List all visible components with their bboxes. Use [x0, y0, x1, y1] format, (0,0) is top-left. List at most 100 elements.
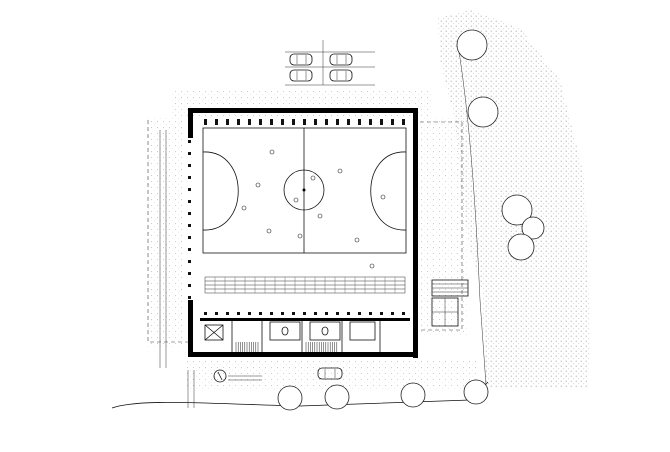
player-mark — [269, 149, 275, 155]
wall-left-lower — [188, 300, 193, 355]
column — [380, 119, 383, 125]
column — [281, 312, 284, 315]
column — [215, 119, 218, 125]
car-icon — [329, 53, 353, 66]
column — [259, 119, 262, 125]
player-mark — [369, 263, 375, 269]
tree-icon — [277, 385, 303, 411]
player-mark — [380, 194, 386, 200]
column — [226, 312, 229, 315]
column — [314, 119, 317, 125]
column — [281, 119, 284, 125]
tree-icon — [456, 29, 488, 61]
column — [270, 312, 273, 315]
wall-left — [188, 108, 193, 138]
column — [358, 312, 361, 315]
column — [303, 312, 306, 315]
player-mark — [354, 237, 360, 243]
column — [402, 312, 405, 315]
penalty-area-right — [370, 151, 407, 231]
car-icon — [317, 367, 343, 380]
bottom-hatch-band — [186, 360, 478, 390]
column — [336, 119, 339, 125]
column — [314, 312, 317, 315]
site-boundary — [111, 44, 489, 409]
column — [188, 296, 191, 299]
column — [325, 119, 328, 125]
column — [380, 312, 383, 315]
column — [369, 312, 372, 315]
trees — [277, 29, 545, 411]
column — [188, 272, 191, 275]
tree-icon — [400, 382, 426, 408]
column — [391, 119, 394, 125]
column — [391, 312, 394, 315]
player-mark — [317, 213, 323, 219]
column — [188, 236, 191, 239]
wall-top — [188, 108, 416, 113]
column — [226, 119, 229, 125]
column — [188, 284, 191, 287]
column — [402, 119, 405, 125]
right-hatch-band — [420, 118, 468, 336]
player-mark — [255, 182, 261, 188]
column — [188, 188, 191, 191]
column — [336, 312, 339, 315]
spectator-stands — [204, 276, 406, 294]
column — [369, 119, 372, 125]
column — [303, 119, 306, 125]
player-mark — [337, 168, 343, 174]
column — [188, 212, 191, 215]
tree-icon — [463, 379, 489, 405]
car-icon — [289, 53, 313, 66]
column — [358, 119, 361, 125]
column — [237, 312, 240, 315]
column — [292, 119, 295, 125]
inner-wall — [200, 318, 410, 321]
column — [248, 312, 251, 315]
column — [347, 119, 350, 125]
column — [259, 312, 262, 315]
column — [325, 312, 328, 315]
sports-hall — [188, 108, 418, 358]
column — [188, 248, 191, 251]
changing-rooms — [204, 321, 381, 352]
player-mark — [293, 197, 299, 203]
seat-divisions — [214, 277, 396, 293]
column — [204, 312, 207, 315]
center-circle — [283, 169, 325, 211]
column — [188, 140, 191, 143]
column — [270, 119, 273, 125]
column — [347, 312, 350, 315]
column — [188, 176, 191, 179]
tree-icon — [467, 96, 499, 128]
column — [188, 200, 191, 203]
player-mark — [241, 205, 247, 211]
player-marks — [241, 149, 386, 269]
column — [215, 312, 218, 315]
tree-icon — [324, 384, 350, 410]
wall-bottom — [188, 352, 418, 357]
entrance-court — [431, 279, 469, 327]
penalty-area-left — [202, 151, 239, 231]
entrance-marker — [213, 369, 262, 383]
tree-icon — [521, 216, 545, 240]
column — [188, 164, 191, 167]
column — [292, 312, 295, 315]
column — [188, 224, 191, 227]
car-icon — [289, 69, 313, 82]
column-row — [188, 119, 405, 315]
player-mark — [266, 228, 272, 234]
player-mark — [297, 233, 303, 239]
column — [248, 119, 251, 125]
tree-icon — [507, 233, 535, 261]
column — [237, 119, 240, 125]
column — [204, 119, 207, 125]
column — [188, 260, 191, 263]
column — [188, 152, 191, 155]
parking-area — [285, 40, 375, 380]
futsal-court — [202, 127, 407, 269]
tree-icon — [501, 194, 533, 226]
player-mark — [310, 175, 316, 181]
